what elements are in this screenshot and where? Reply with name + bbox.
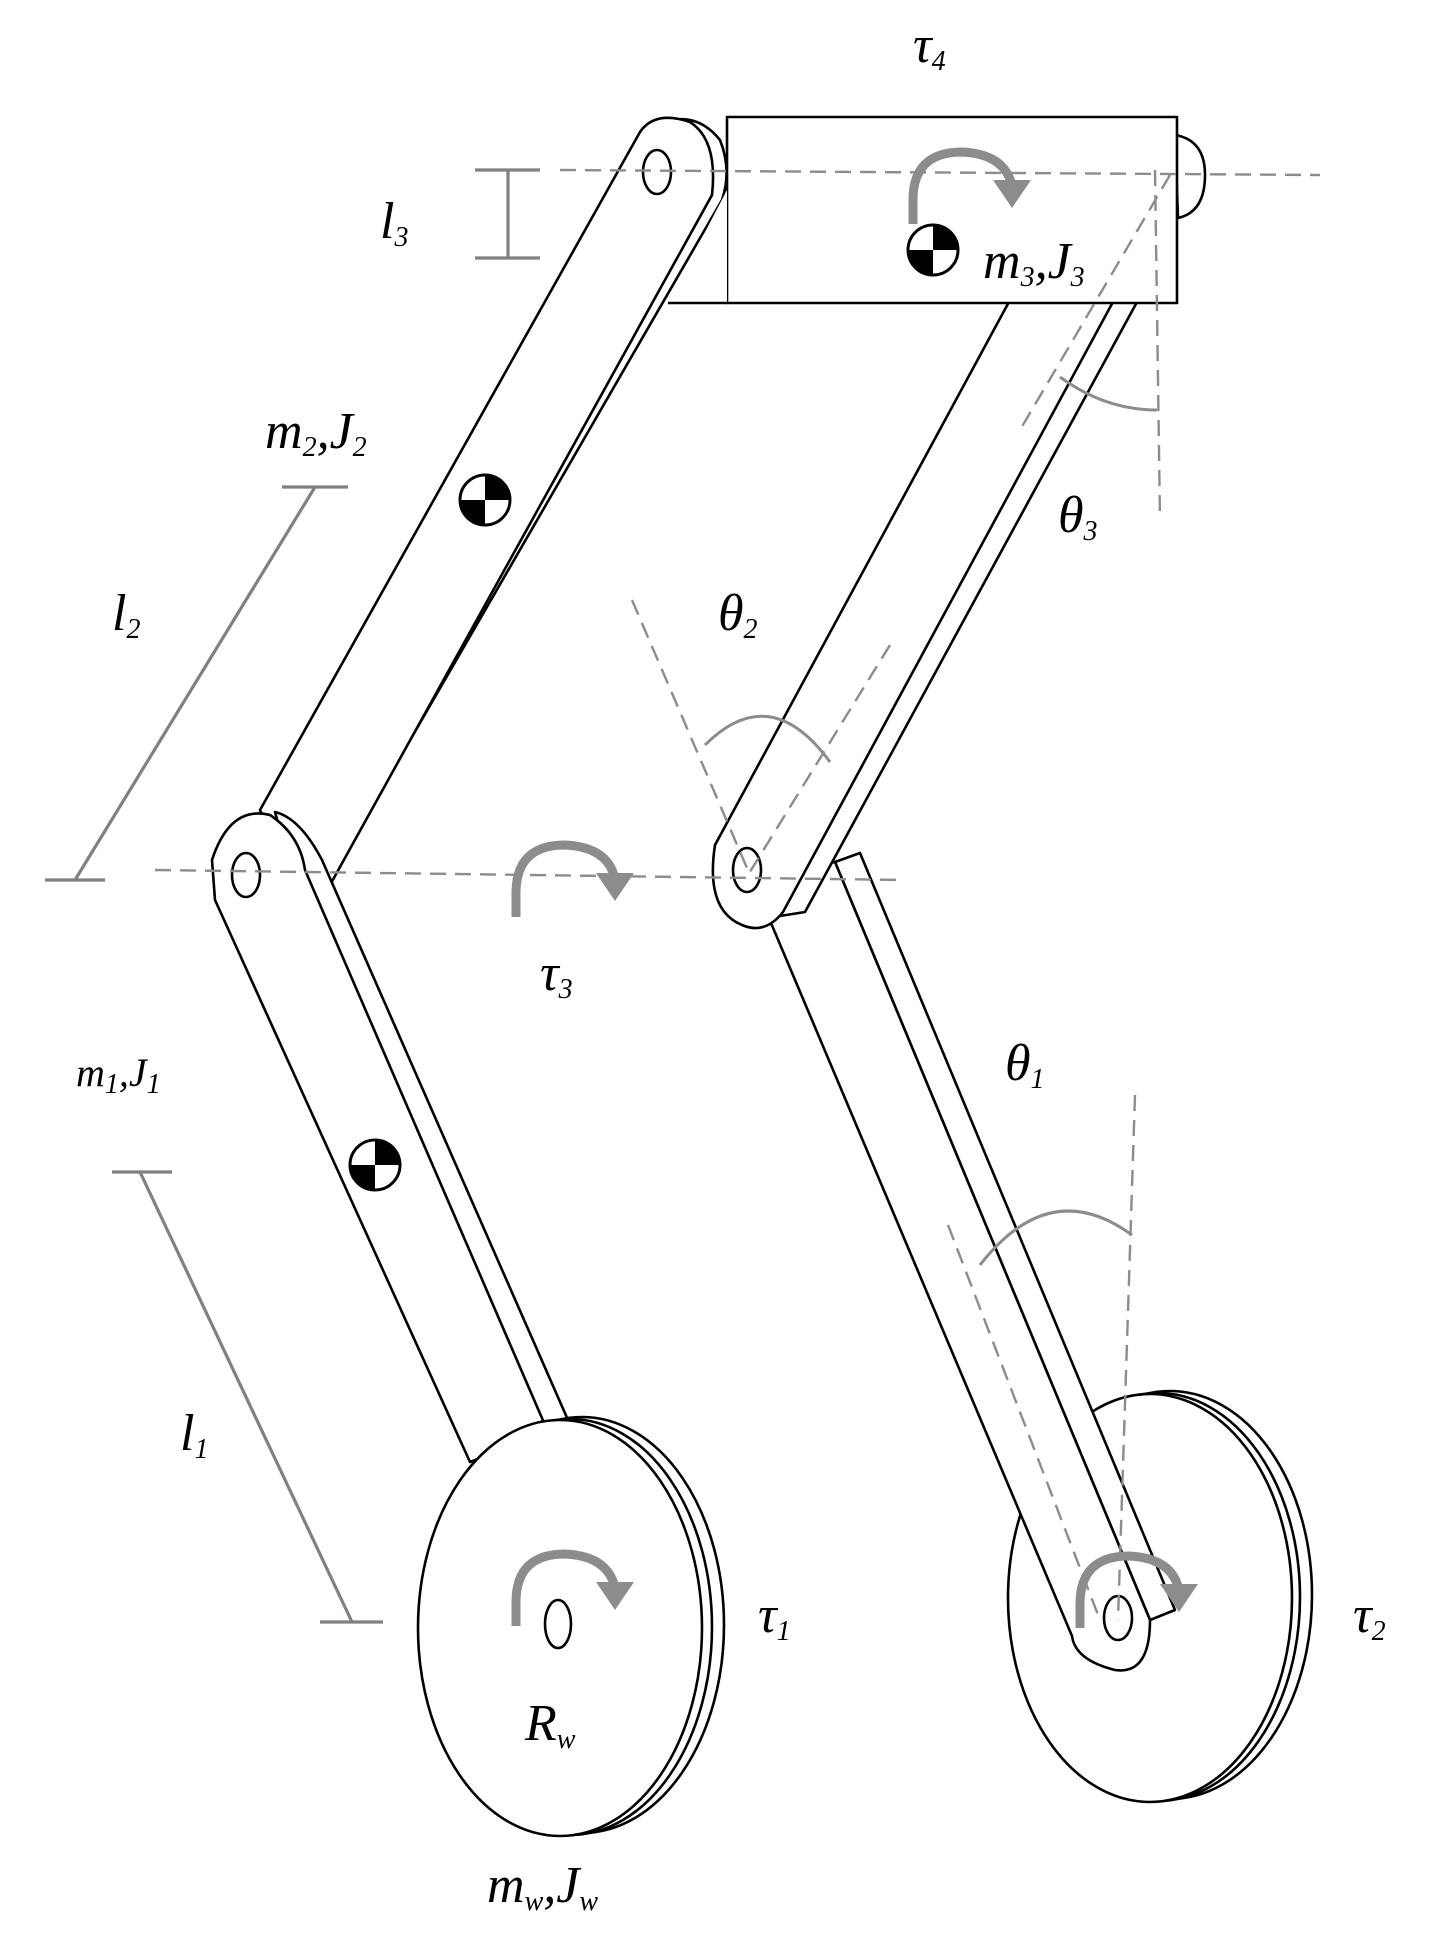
- label-theta1: θ1: [1005, 1035, 1045, 1095]
- label-tau4: τ4: [913, 17, 946, 77]
- center-of-mass-icon-lower-link: [348, 1138, 402, 1192]
- right-upper-link: [711, 275, 1139, 930]
- torque-arrow-icon-tau2: [1075, 1551, 1198, 1628]
- right-lower-link: [750, 851, 1177, 1672]
- label-m2-j2: m2,J2: [265, 403, 367, 463]
- center-of-mass-icon-upper-link: [458, 473, 512, 527]
- theta2-arc: [703, 714, 832, 763]
- left-wheel: [416, 1415, 726, 1838]
- label-l3: l3: [380, 193, 408, 253]
- label-m3-j3: m3,J3: [983, 233, 1085, 293]
- label-tau3: τ3: [540, 945, 573, 1005]
- label-rw: Rw: [524, 1695, 576, 1755]
- label-tau1: τ1: [758, 1587, 791, 1647]
- label-theta3: θ3: [1058, 487, 1098, 547]
- left-wheel-axle: [543, 1598, 573, 1650]
- label-mw-jw: mw,Jw: [487, 1857, 598, 1917]
- label-l1: l1: [180, 1405, 208, 1465]
- label-tau2: τ2: [1353, 1587, 1386, 1647]
- center-of-mass-icon-body: [906, 223, 960, 277]
- theta1-arc: [978, 1209, 1133, 1266]
- dimension-markers: [45, 168, 540, 1624]
- reference-lines: [154, 168, 1321, 1621]
- l3-dimension: [475, 168, 540, 260]
- body-block: [668, 115, 1207, 305]
- label-m1-j1: m1,J1: [76, 1050, 161, 1100]
- left-lower-link: [210, 810, 570, 1464]
- torque-arrow-icon-tau4: [908, 147, 1031, 224]
- torque-arrow-icon-tau3: [511, 840, 634, 917]
- label-l2: l2: [112, 585, 140, 645]
- l2-dimension: [45, 485, 348, 882]
- label-theta2: θ2: [718, 585, 758, 645]
- torque-arrow-icon-tau1: [511, 1549, 634, 1626]
- l1-dimension: [112, 1170, 383, 1624]
- theta3-arc: [1059, 375, 1158, 412]
- angle-arcs: [703, 375, 1158, 1266]
